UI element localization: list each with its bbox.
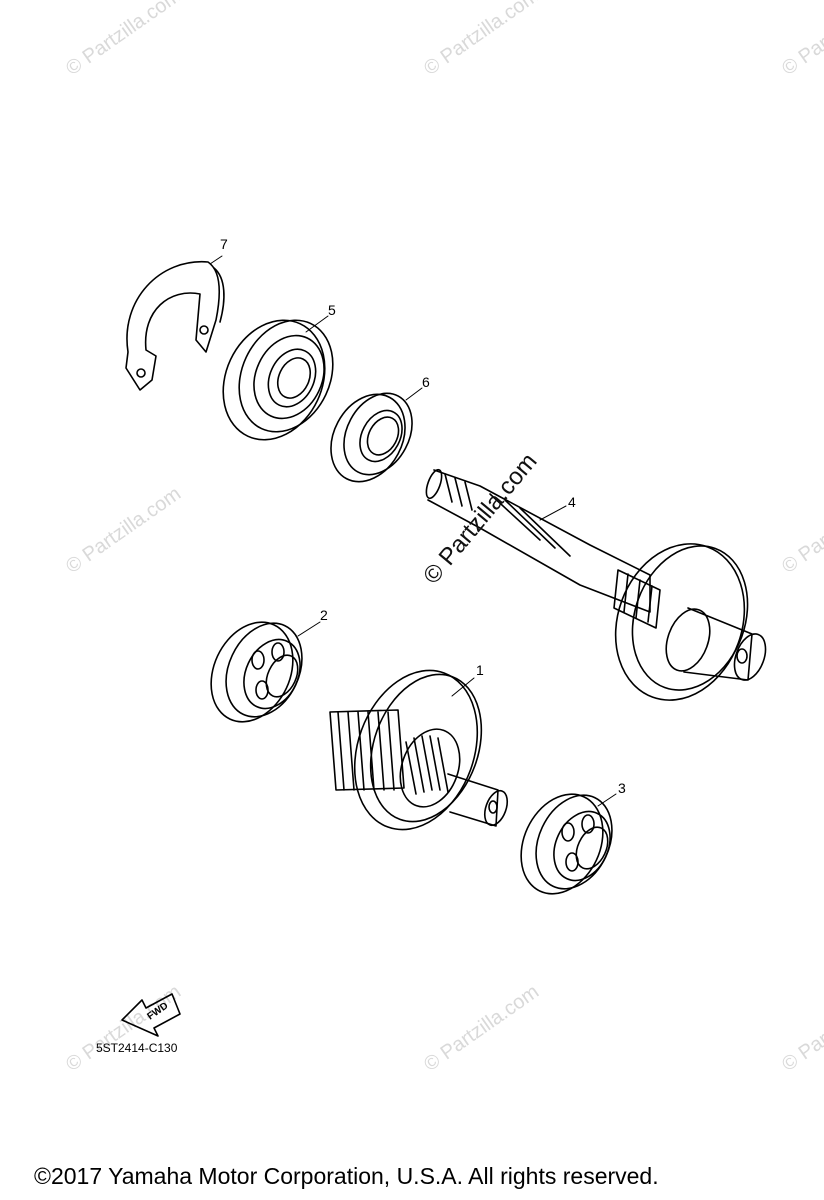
fwd-arrow-icon xyxy=(121,993,181,1037)
callout-1: 1 xyxy=(476,662,484,678)
bearing-icon xyxy=(222,319,334,441)
diagram-code: 5ST2414-C130 xyxy=(96,1041,178,1055)
bearing-icon xyxy=(520,793,613,895)
circlip-icon xyxy=(125,261,225,391)
callout-5: 5 xyxy=(328,302,336,318)
callout-6: 6 xyxy=(422,374,430,390)
callout-3: 3 xyxy=(618,780,626,796)
shaft-icon xyxy=(425,468,767,701)
copyright-notice: ©2017 Yamaha Motor Corporation, U.S.A. A… xyxy=(34,1163,659,1189)
callout-7: 7 xyxy=(220,236,228,252)
callout-4: 4 xyxy=(568,494,576,510)
gear-icon xyxy=(329,669,509,831)
callout-2: 2 xyxy=(320,607,328,623)
fwd-label: FWD xyxy=(145,1000,170,1022)
bearing-icon xyxy=(210,621,303,723)
leader-lines xyxy=(209,255,617,807)
bearing-icon xyxy=(330,392,413,483)
